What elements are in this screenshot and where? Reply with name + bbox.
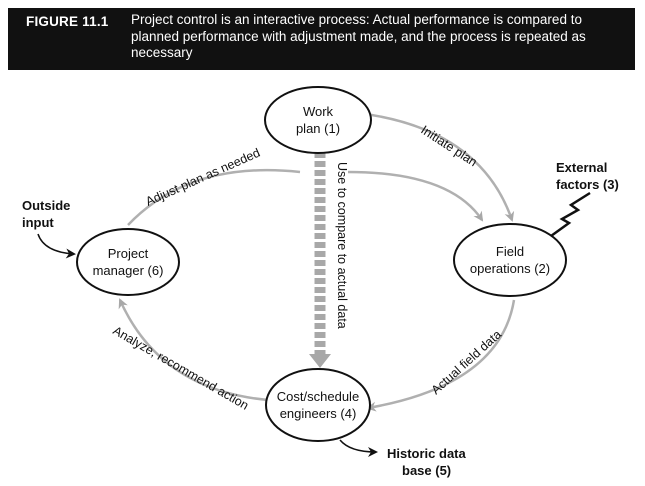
label-use-to-compare: Use to compare to actual data <box>335 162 349 329</box>
historic-data-line2: base (5) <box>402 463 451 478</box>
external-factors-line2: factors (3) <box>556 177 619 192</box>
outside-input-line2: input <box>22 215 54 230</box>
field-ops-line1: Field <box>496 244 524 259</box>
arrow-actual-field-data <box>366 299 516 412</box>
label-initiate-plan: Initiate plan <box>418 123 479 170</box>
work-plan-line2: plan (1) <box>296 121 340 136</box>
historic-data-arrow <box>339 439 378 457</box>
work-plan-line1: Work <box>303 104 334 119</box>
figure-caption-text: Project control is an interactive proces… <box>131 12 586 60</box>
historic-data-line1: Historic data <box>387 446 467 461</box>
figure-caption: FIGURE 11.1 Project control is an intera… <box>8 8 635 70</box>
external-factors-zigzag <box>550 191 591 238</box>
node-project-manager: Project manager (6) <box>76 228 180 296</box>
external-factors-line1: External <box>556 160 607 175</box>
outside-input-arrow <box>37 233 76 259</box>
cost-schedule-line1: Cost/schedule <box>277 389 359 404</box>
arrow-to-field-ops <box>347 170 484 222</box>
figure-label: FIGURE 11.1 <box>26 14 109 29</box>
project-manager-line2: manager (6) <box>93 263 164 278</box>
label-adjust-plan: Adjust plan as needed <box>144 146 263 209</box>
node-field-operations: Field operations (2) <box>453 223 567 297</box>
field-ops-line2: operations (2) <box>470 261 550 276</box>
project-manager-line1: Project <box>108 246 149 261</box>
cost-schedule-line2: engineers (4) <box>280 406 357 421</box>
arrow-initiate-plan <box>357 111 515 222</box>
label-analyze-recommend: Analyze, recommend action <box>111 323 252 412</box>
outside-input-line1: Outside <box>22 198 70 213</box>
node-work-plan: Work plan (1) <box>264 86 372 154</box>
label-actual-field-data: Actual field data <box>429 327 505 397</box>
node-cost-schedule: Cost/schedule engineers (4) <box>265 368 371 442</box>
arrow-adjust-plan <box>127 168 301 226</box>
arrow-analyze-recommend <box>118 298 269 402</box>
dashed-compare-arrowhead <box>309 354 331 368</box>
